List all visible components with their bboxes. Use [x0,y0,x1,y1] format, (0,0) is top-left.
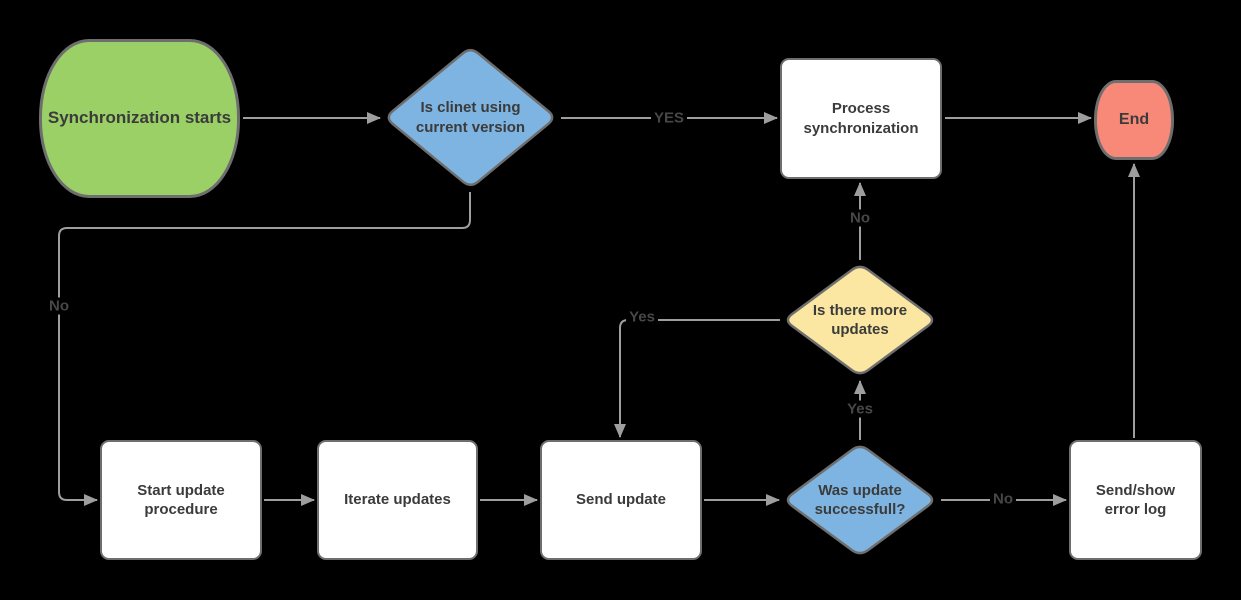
diamond-shape [786,445,934,555]
node-start-update-procedure: Start update procedure [100,440,262,560]
edge-more-updates-yes-to-send-update [614,319,780,438]
node-send-update: Send update [540,440,702,560]
node-start: Synchronization starts [39,39,240,198]
node-client-version-decision: Is clinet using current version [383,45,558,190]
edge-client-check-no-to-start-update [58,192,471,506]
edge-label-more-updates-yes: Yes [626,308,658,326]
edge-label-client-yes: YES [650,109,688,127]
node-more-updates-label: Is there more updates [812,301,908,339]
node-update-success-decision: Was update successfull? [782,442,938,558]
edge-label-update-success-yes: Yes [844,400,876,418]
node-iterate-updates: Iterate updates [317,440,478,560]
node-process-synchronization: Process synchronization [780,58,942,179]
edge-label-more-updates-no: No [847,209,873,227]
node-send-error-log-label: Send/show error log [1095,481,1176,519]
node-start-label: Synchronization starts [47,108,232,128]
node-process-synchronization-label: Process synchronization [803,100,919,137]
node-send-update-label: Send update [575,491,666,509]
node-end: End [1094,80,1174,160]
edge-label-client-no: No [46,297,72,315]
node-iterate-updates-label: Iterate updates [344,491,451,509]
node-more-updates-decision: Is there more updates [782,262,938,378]
diamond-shape [786,265,934,375]
edge-label-update-success-no: No [990,490,1016,508]
node-send-error-log: Send/show error log [1069,440,1202,560]
node-end-label: End [1118,110,1150,128]
node-update-success-label: Was update successfull? [814,481,906,519]
node-start-update-procedure-label: Start update procedure [137,481,225,519]
diamond-shape [387,48,554,187]
node-client-version-label: Is clinet using current version [415,99,526,136]
